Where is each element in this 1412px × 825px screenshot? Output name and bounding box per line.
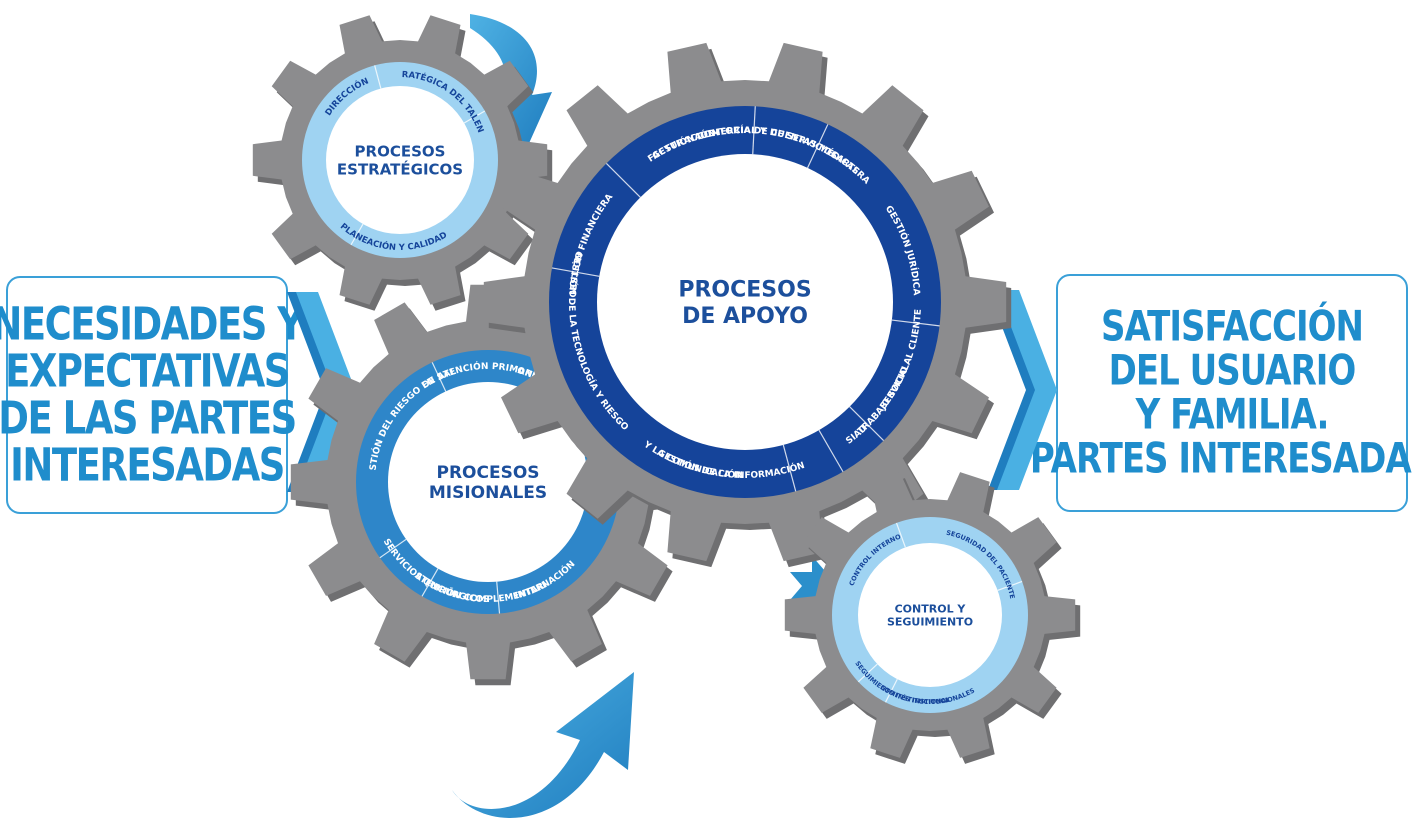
gear-apoyo: GESTIÓN COMERCIAL Y DE SERVICIOSGESTIÓN … [483, 42, 1012, 568]
control-title-line: SEGUIMIENTO [887, 615, 973, 628]
apoyo-ring-divider [752, 106, 756, 155]
control-core [858, 543, 1002, 687]
needs-line-3: DE LAS PARTES [0, 392, 297, 445]
estrategicos-ring-divider [463, 110, 486, 124]
apoyo-ring-divider [807, 124, 829, 169]
satisfaction-line-3: Y FAMILIA. [1135, 390, 1330, 440]
needs-line-1: NECESIDADES Y [0, 298, 304, 351]
apoyo-ring-divider [605, 162, 641, 198]
apoyo-core [597, 154, 893, 450]
misionales-ring-divider [431, 362, 447, 392]
estrategicos-ring-divider [374, 65, 382, 89]
apoyo-ring-divider [551, 267, 600, 277]
control-title-line: CONTROL Y [895, 602, 967, 615]
control-ring-divider [997, 580, 1023, 591]
misionales-ring-divider [496, 581, 501, 614]
control-ring-divider [884, 678, 898, 703]
apoyo-title-line: DE APOYO [682, 304, 808, 329]
right-chevron-icon [988, 290, 1057, 490]
apoyo-ring-divider [849, 406, 885, 442]
misionales-title-line: PROCESOS [436, 463, 539, 483]
estrategicos-title-line: PROCESOS [355, 142, 446, 160]
apoyo-ring-divider [891, 319, 940, 327]
satisfaction-box: SATISFACCIÓN DEL USUARIO Y FAMILIA. PART… [1030, 274, 1412, 512]
needs-line-4: INTERESADAS [10, 439, 285, 492]
misionales-title-line: MISIONALES [429, 483, 547, 503]
estrategicos-title-line: ESTRATÉGICOS [337, 159, 463, 178]
needs-expectations-box: NECESIDADES Y EXPECTATIVAS DE LAS PARTES… [0, 276, 304, 514]
apoyo-ring-divider [782, 444, 797, 492]
satisfaction-line-4: PARTES INTERESADAS [1029, 434, 1412, 484]
satisfaction-line-2: DEL USUARIO [1108, 346, 1357, 396]
misionales-ring-divider [421, 568, 439, 597]
estrategicos-ring-divider [350, 223, 364, 246]
apoyo-title-line: PROCESOS [678, 278, 811, 303]
satisfaction-line-1: SATISFACCIÓN [1100, 302, 1364, 352]
estrategicos-core [326, 86, 474, 234]
curved-arrow-bottom-icon [452, 672, 634, 818]
needs-line-2: EXPECTATIVAS [5, 345, 290, 398]
control-ring-divider [857, 663, 878, 683]
misionales-ring-divider [379, 538, 407, 559]
gear-estrategicos: DIRECCIÓNGESTIÓN ESTRATÉGICA DEL TALENTO… [0, 0, 553, 311]
control-ring-divider [895, 522, 906, 548]
apoyo-ring-divider [818, 429, 844, 473]
small-arrow-icon [790, 556, 838, 616]
